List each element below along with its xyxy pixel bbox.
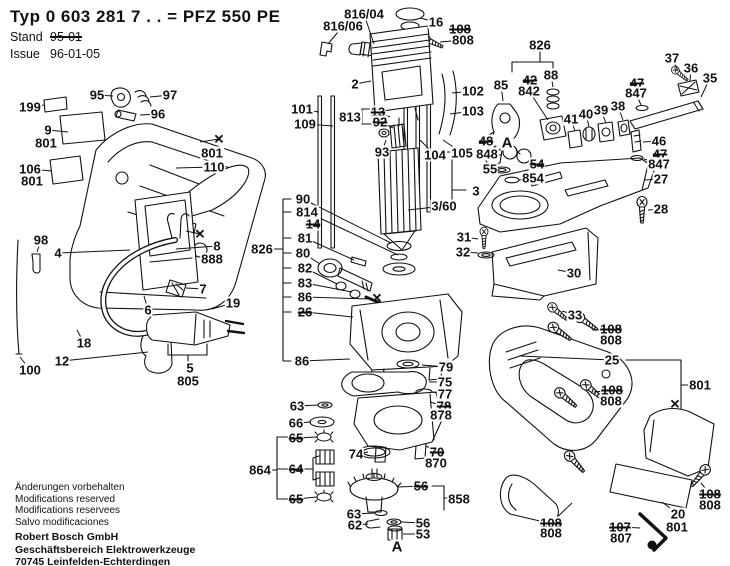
title-block: Typ 0 603 281 7 . . = PFZ 550 PE Stand 95… — [10, 7, 280, 61]
footer-line: Modifications reserved — [15, 493, 116, 505]
stand-value: 95-01 — [50, 30, 82, 44]
model-name: PFZ 550 PE — [182, 7, 281, 26]
typ-number: 0 603 281 7 . . — [45, 7, 162, 26]
stand-row: Stand 95-01 — [10, 30, 280, 44]
issue-row: Issue 96-01-05 — [10, 47, 280, 61]
footer-block: Änderungen vorbehalten Modifications res… — [15, 482, 195, 566]
footer-line: Salvo modificaciones — [15, 516, 109, 528]
company-address: 70745 Leinfelden-Echterdingen — [15, 556, 171, 566]
issue-label: Issue — [10, 47, 40, 61]
equals-sign: = — [167, 7, 178, 26]
issue-value: 96-01-05 — [50, 47, 101, 61]
type-line: Typ 0 603 281 7 . . = PFZ 550 PE — [10, 7, 280, 27]
footer-line: Modifications reservees — [15, 505, 121, 516]
typ-label: Typ — [10, 7, 41, 26]
company-division: Geschäftsbereich Elektrowerkzeuge — [15, 543, 196, 556]
footer-line: Änderungen vorbehalten — [15, 482, 125, 493]
stand-label: Stand — [10, 30, 43, 44]
company-name: Robert Bosch GmbH — [15, 531, 119, 543]
